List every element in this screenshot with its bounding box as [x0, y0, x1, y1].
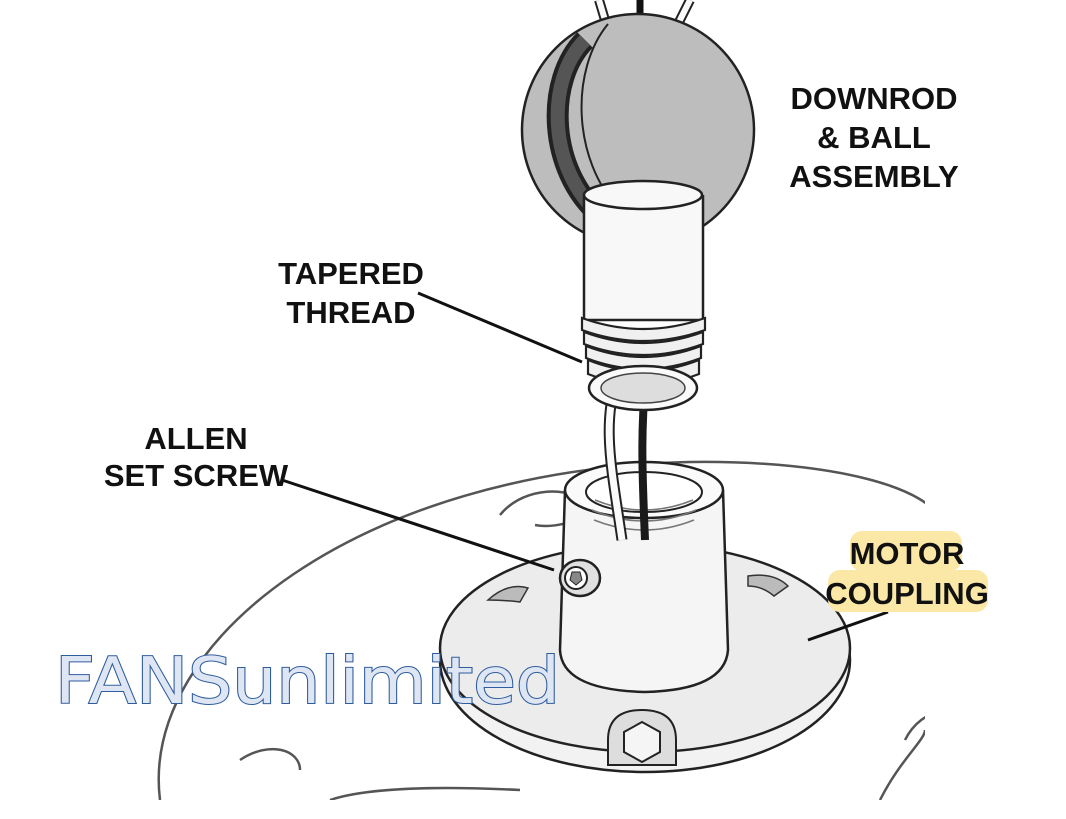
label-allen-set-screw: ALLEN SET SCREW	[104, 421, 289, 493]
label-downrod-ball-assembly: DOWNROD & BALL ASSEMBLY	[789, 81, 959, 194]
label-tapered-thread: TAPERED THREAD	[278, 256, 424, 330]
set-screw-label-line-2: SET SCREW	[104, 458, 289, 493]
tapered-thread-label-line-2: THREAD	[286, 295, 415, 330]
watermark: FANSunlimited	[55, 645, 560, 719]
flange-bolt	[607, 708, 677, 766]
motor-coupling-label-line-1: MOTOR	[850, 536, 965, 571]
tapered-thread-leader	[417, 291, 583, 364]
leader-lines	[281, 291, 889, 642]
downrod-pipe	[580, 179, 707, 412]
downrod-label-line-2: & BALL	[817, 120, 931, 155]
motor-coupling-label-line-2: COUPLING	[825, 576, 989, 611]
downrod-label-line-1: DOWNROD	[790, 81, 957, 116]
tapered-thread-label-line-1: TAPERED	[278, 256, 424, 291]
allen-set-screw	[558, 558, 602, 598]
set-screw-label-line-1: ALLEN	[144, 421, 247, 456]
motor-coupling-highlight	[828, 531, 988, 612]
downrod-label-line-3: ASSEMBLY	[789, 159, 959, 194]
label-motor-coupling: MOTOR COUPLING	[825, 536, 989, 611]
set-screw-leader	[281, 478, 555, 572]
motor-housing	[157, 460, 925, 800]
motor-coupling-leader	[807, 610, 889, 642]
